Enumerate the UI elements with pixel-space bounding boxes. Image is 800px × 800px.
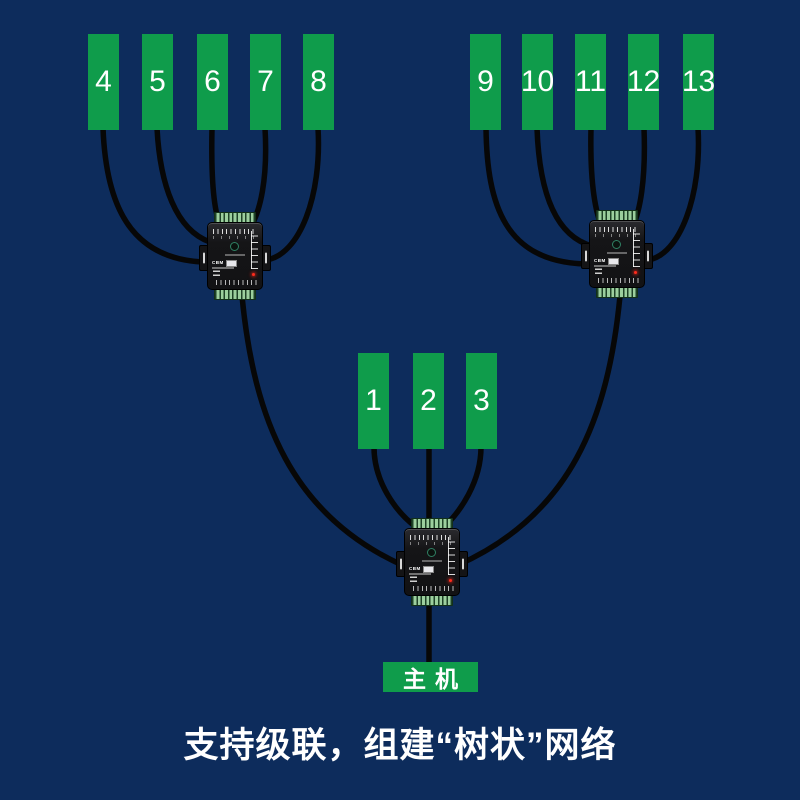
model-label: CBM xyxy=(594,258,619,265)
node-bar-12: 12 xyxy=(627,34,660,130)
pinout-diagram-icon xyxy=(448,537,455,575)
terminal-ticks-top xyxy=(213,229,257,234)
cable-node-9 xyxy=(483,127,587,267)
cable-node-3 xyxy=(442,446,484,530)
terminal-ticks-top xyxy=(410,535,454,540)
node-bar-5: 5 xyxy=(142,34,173,130)
terminal-ticks-top xyxy=(595,227,639,232)
terminal-ticks-top2 xyxy=(410,542,454,545)
port-marks xyxy=(595,268,602,274)
node-bar-9: 9 xyxy=(470,34,501,130)
terminal-ticks-bottom xyxy=(598,278,640,283)
cable-node-6 xyxy=(209,127,222,223)
serial-hub-left: CBM xyxy=(199,212,271,300)
node-bar-10: 10 xyxy=(521,34,554,130)
node-bar-6: 6 xyxy=(197,34,228,130)
model-subtext xyxy=(409,573,431,575)
brand-logo-icon xyxy=(230,242,239,251)
model-label-text: CBM xyxy=(594,258,606,264)
terminal-ticks-bottom xyxy=(216,280,258,285)
model-label: CBM xyxy=(212,260,237,267)
port-marks xyxy=(410,576,417,582)
brand-logo-icon xyxy=(612,240,621,249)
power-led-icon xyxy=(251,272,255,276)
cable-node-8 xyxy=(265,127,322,263)
terminal-block-bottom xyxy=(411,594,453,606)
cable-left-hub-to-root xyxy=(239,295,404,568)
terminal-ticks-top2 xyxy=(213,236,257,239)
model-subtext xyxy=(212,267,234,269)
model-subtext xyxy=(594,265,616,267)
cable-node-1 xyxy=(371,446,418,530)
cable-right-hub-to-root xyxy=(456,295,623,568)
brand-text xyxy=(225,254,245,256)
power-led-icon xyxy=(633,270,637,274)
node-bar-4: 4 xyxy=(88,34,119,130)
model-label-chip xyxy=(607,258,619,265)
device-body: CBM xyxy=(404,528,460,596)
node-bar-1: 1 xyxy=(358,353,389,449)
device-body: CBM xyxy=(207,222,263,290)
node-bar-7: 7 xyxy=(250,34,281,130)
model-label-text: CBM xyxy=(409,566,421,572)
cable-node-11 xyxy=(588,127,603,223)
terminal-ticks-bottom xyxy=(413,586,455,591)
model-label-chip xyxy=(422,566,434,573)
host-label: 主机 xyxy=(383,662,478,692)
node-bar-11: 11 xyxy=(575,34,606,130)
brand-logo-icon xyxy=(427,548,436,557)
model-label-text: CBM xyxy=(212,260,224,266)
node-bar-3: 3 xyxy=(466,353,497,449)
cable-node-5 xyxy=(154,127,212,245)
node-bar-2: 2 xyxy=(413,353,444,449)
serial-hub-root: CBM xyxy=(396,518,468,606)
terminal-ticks-top2 xyxy=(595,234,639,237)
node-bar-13: 13 xyxy=(682,34,715,130)
node-bar-8: 8 xyxy=(303,34,334,130)
model-label: CBM xyxy=(409,566,434,573)
cable-node-4 xyxy=(100,127,203,265)
caption-text: 支持级联，组建“树状”网络 xyxy=(183,726,617,765)
model-label-chip xyxy=(225,260,237,267)
pinout-diagram-icon xyxy=(251,231,258,269)
cable-node-13 xyxy=(647,127,702,263)
serial-hub-right: CBM xyxy=(581,210,653,298)
cable-node-10 xyxy=(534,127,593,249)
device-body: CBM xyxy=(589,220,645,288)
brand-text xyxy=(422,560,442,562)
power-led-icon xyxy=(448,578,452,582)
pinout-diagram-icon xyxy=(633,229,640,267)
terminal-block-bottom xyxy=(214,288,256,300)
port-marks xyxy=(213,270,220,276)
brand-text xyxy=(607,252,627,254)
